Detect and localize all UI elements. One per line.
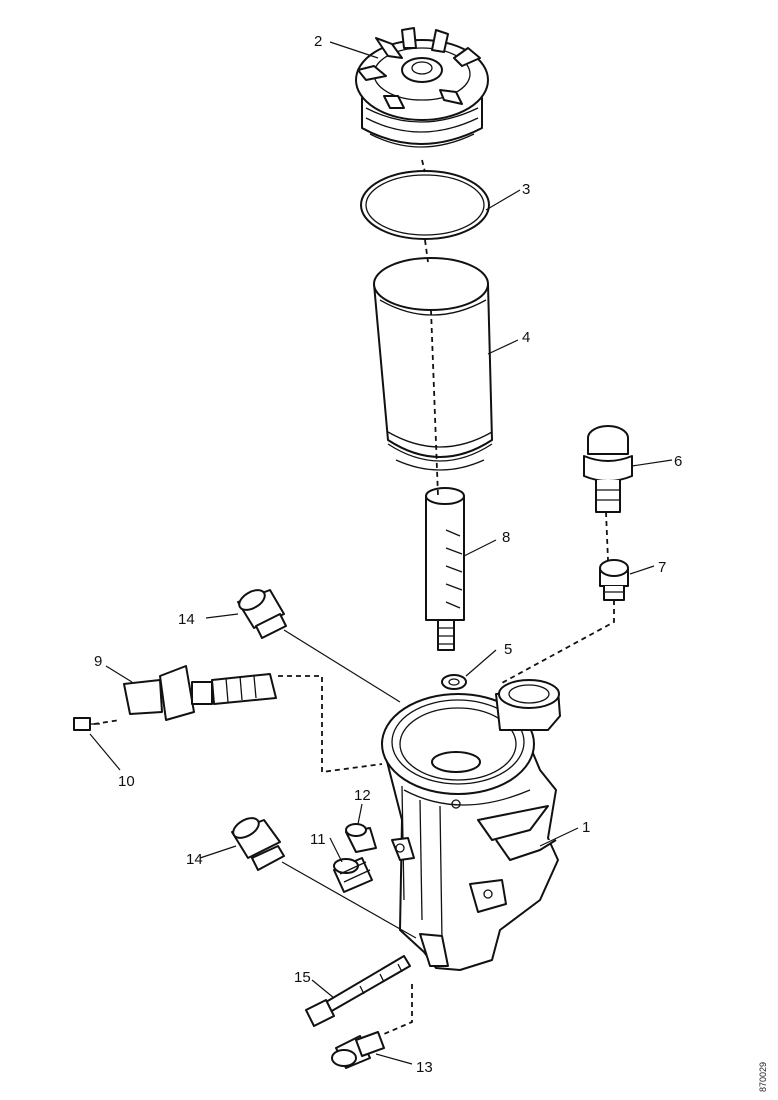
callout-4: 4 bbox=[522, 329, 530, 346]
callout-3: 3 bbox=[522, 181, 530, 198]
part-3-o-ring bbox=[360, 170, 490, 240]
callout-7: 7 bbox=[658, 559, 666, 576]
callout-14-lower: 14 bbox=[186, 851, 203, 868]
part-13-fitting bbox=[331, 1031, 385, 1069]
callout-11: 11 bbox=[310, 831, 326, 848]
callout-2: 2 bbox=[314, 33, 322, 50]
part-1-filter-housing bbox=[381, 679, 561, 971]
callout-9: 9 bbox=[94, 653, 102, 670]
part-9-sensor-assembly bbox=[123, 665, 277, 721]
part-6-standpipe bbox=[425, 487, 465, 651]
part-11-nipple bbox=[333, 857, 373, 893]
assembly-dashed-lines bbox=[93, 159, 615, 1035]
callout-15: 15 bbox=[294, 969, 311, 986]
part-12-plug bbox=[345, 823, 377, 853]
callout-1: 1 bbox=[582, 819, 590, 836]
part-4-filter-element bbox=[373, 257, 493, 471]
callout-5: 5 bbox=[504, 641, 512, 658]
part-14-sensor-upper bbox=[237, 589, 287, 639]
callout-6-valve: 6 bbox=[674, 453, 682, 470]
part-15-bolt bbox=[305, 955, 411, 1027]
callout-13: 13 bbox=[416, 1059, 433, 1076]
sheet-identifier: 870029 bbox=[758, 1062, 768, 1092]
callout-10: 10 bbox=[118, 773, 135, 790]
part-14-sensor-lower bbox=[231, 817, 285, 871]
part-5-washer bbox=[441, 674, 467, 690]
callout-12: 12 bbox=[354, 787, 371, 804]
part-6-valve bbox=[583, 425, 633, 513]
part-7-nipple bbox=[599, 559, 629, 601]
leader-lines bbox=[89, 41, 673, 1065]
part-2-filter-cover bbox=[355, 27, 489, 148]
callout-8: 8 bbox=[502, 529, 510, 546]
callout-14-upper: 14 bbox=[178, 611, 195, 628]
callout-labels: 2 3 4 6 8 7 14 5 9 10 12 1 11 14 15 13 bbox=[94, 33, 682, 1076]
